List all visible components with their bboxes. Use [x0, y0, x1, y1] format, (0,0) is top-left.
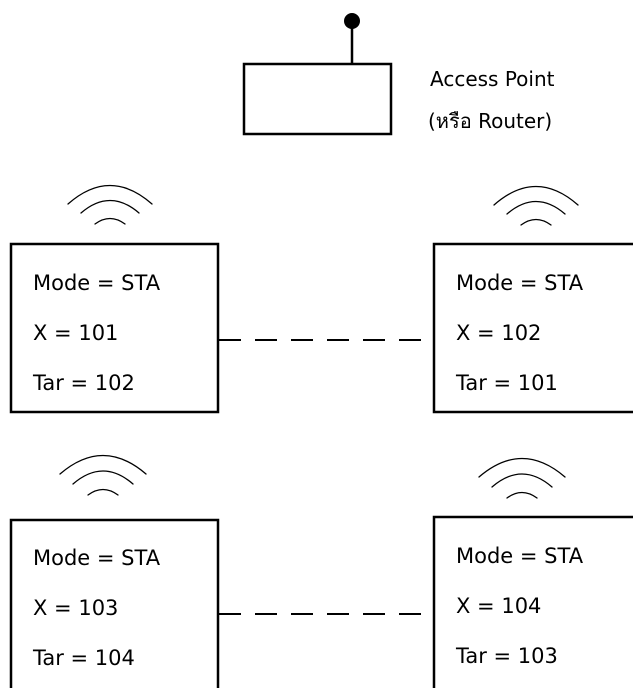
- station-mode: Mode = STA: [456, 544, 584, 568]
- station-node: Mode = STA X = 102 Tar = 101: [432, 242, 633, 414]
- access-point-label-sub: (หรือ Router): [428, 109, 552, 133]
- wifi-icon: [493, 186, 579, 226]
- station-target: Tar = 101: [455, 371, 558, 395]
- station-address: X = 103: [33, 596, 118, 620]
- station-target: Tar = 103: [455, 644, 558, 668]
- station-box: [432, 515, 633, 688]
- station-target: Tar = 104: [32, 646, 135, 670]
- access-point-box: [242, 62, 393, 136]
- station-address: X = 101: [33, 321, 118, 345]
- station-node: Mode = STA X = 104 Tar = 103: [432, 515, 633, 688]
- access-point-label: Access Point: [430, 67, 555, 91]
- station-box: [9, 518, 220, 688]
- station-box: [432, 242, 633, 414]
- station-address: X = 102: [456, 321, 541, 345]
- station-box: [9, 242, 220, 414]
- station-node: Mode = STA X = 103 Tar = 104: [9, 518, 220, 688]
- access-point: Access Point (หรือ Router): [242, 13, 555, 136]
- station-address: X = 104: [456, 594, 541, 618]
- wifi-icon: [478, 458, 566, 499]
- station-node: Mode = STA X = 101 Tar = 102: [9, 242, 220, 414]
- wifi-icon: [67, 185, 153, 225]
- station-mode: Mode = STA: [456, 271, 584, 295]
- station-mode: Mode = STA: [33, 546, 161, 570]
- wifi-icon: [59, 455, 147, 496]
- antenna-tip-icon: [344, 13, 360, 29]
- station-mode: Mode = STA: [33, 271, 161, 295]
- station-target: Tar = 102: [32, 371, 135, 395]
